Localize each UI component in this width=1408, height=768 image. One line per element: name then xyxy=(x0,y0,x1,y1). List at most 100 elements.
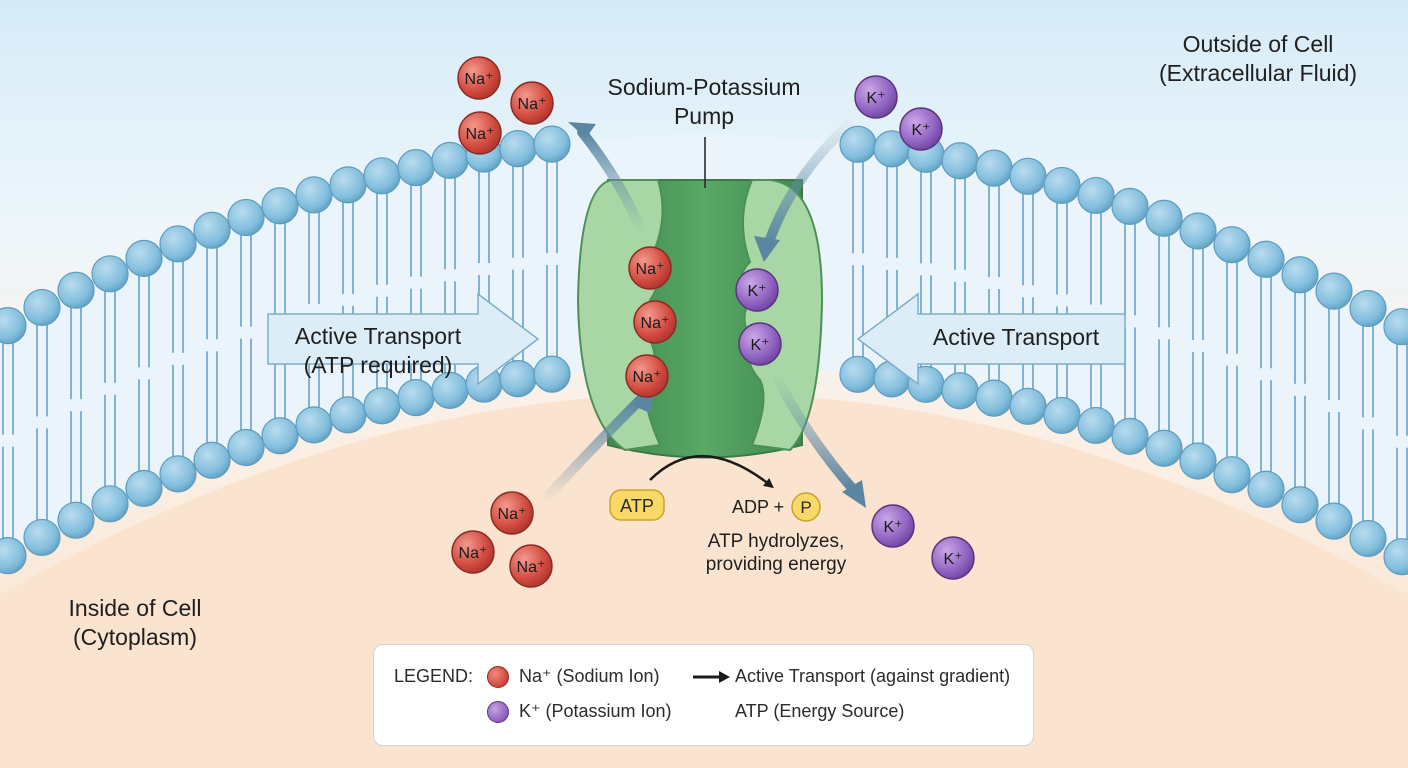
phospholipid-head xyxy=(261,417,299,455)
sodium-ion: Na⁺ xyxy=(458,111,502,155)
ions-layer: Na⁺Na⁺Na⁺Na⁺Na⁺Na⁺Na⁺Na⁺Na⁺K⁺K⁺K⁺K⁺K⁺K⁺ xyxy=(451,56,975,588)
inside-cell-label-line2: (Cytoplasm) xyxy=(73,624,197,650)
potassium-ion-circle xyxy=(871,504,915,548)
phospholipid-head xyxy=(1213,226,1251,264)
potassium-ion-label: K⁺ xyxy=(747,283,766,300)
phospholipid-head xyxy=(1043,166,1081,205)
sodium-ion: Na⁺ xyxy=(451,530,495,574)
pump-title-line2: Pump xyxy=(674,103,734,129)
phospholipid-head xyxy=(499,130,537,168)
phospholipid-head xyxy=(1111,187,1149,226)
potassium-ion-label: K⁺ xyxy=(866,90,885,107)
phospholipid-head xyxy=(1145,199,1183,237)
phospholipid-head xyxy=(1077,406,1115,445)
potassium-ion: K⁺ xyxy=(735,268,779,312)
active-transport-left-line1: Active Transport xyxy=(295,323,462,349)
phospholipid-head xyxy=(975,149,1013,187)
phospholipid-head xyxy=(1077,176,1115,215)
phospholipid-head xyxy=(397,379,435,417)
sodium-ion-label: Na⁺ xyxy=(465,71,494,88)
sodium-ion-label: Na⁺ xyxy=(636,261,665,278)
sodium-ion-label: Na⁺ xyxy=(518,96,547,113)
sodium-ion-circle xyxy=(633,300,677,344)
legend-arrow-label: Active Transport (against gradient) xyxy=(735,666,1011,686)
potassium-ion: K⁺ xyxy=(899,107,943,151)
phospholipid-head xyxy=(329,166,367,204)
sodium-ion-circle xyxy=(451,530,495,574)
legend-potassium-label: K⁺ (Potassium Ion) xyxy=(519,701,672,721)
phospholipid-head xyxy=(193,211,231,249)
phospholipid-head xyxy=(1247,470,1285,508)
sodium-ion-circle xyxy=(625,354,669,398)
legend-title: LEGEND: xyxy=(394,666,474,686)
sodium-ion: Na⁺ xyxy=(628,246,672,290)
sodium-ion-circle xyxy=(457,56,501,100)
sodium-ion-circle xyxy=(458,111,502,155)
active-transport-left-line2: (ATP required) xyxy=(304,352,453,378)
sodium-ion-circle xyxy=(509,544,553,588)
legend-sodium-swatch xyxy=(487,666,509,688)
potassium-ion-circle xyxy=(738,322,782,366)
phospholipid-head xyxy=(431,141,469,179)
phospholipid-heads xyxy=(0,125,1408,576)
active-transport-right-label: Active Transport xyxy=(933,324,1100,350)
phosphate-badge xyxy=(791,492,821,522)
phospholipid-head xyxy=(329,396,367,434)
phospholipid-head xyxy=(363,157,401,195)
phospholipid-head xyxy=(1281,486,1319,524)
legend-potassium-swatch xyxy=(487,701,509,723)
phospholipid-head xyxy=(159,225,197,263)
sodium-exit-arrow xyxy=(577,127,645,233)
potassium-entry-arrowhead xyxy=(754,236,780,262)
phospholipid-head xyxy=(261,187,299,225)
sodium-ion-circle xyxy=(510,81,554,125)
phospholipid-head xyxy=(975,379,1013,417)
sodium-ion-circle xyxy=(628,246,672,290)
sodium-ion-label: Na⁺ xyxy=(633,369,662,386)
phospholipid-head xyxy=(91,255,129,293)
potassium-ion: K⁺ xyxy=(854,75,898,119)
potassium-ion-label: K⁺ xyxy=(883,519,902,536)
phospholipid-head xyxy=(499,360,537,398)
potassium-ion-label: K⁺ xyxy=(911,122,930,139)
phospholipid-head xyxy=(1179,442,1217,480)
phospholipid-head xyxy=(1111,417,1149,456)
phospholipid-head xyxy=(1213,456,1251,494)
phospholipid-head xyxy=(1145,429,1183,467)
phospholipid-head xyxy=(1383,308,1408,346)
phospholipid-head xyxy=(941,372,979,410)
sodium-ion-label: Na⁺ xyxy=(498,506,527,523)
phospholipid-head xyxy=(533,125,571,163)
phospholipid-head xyxy=(0,306,27,345)
sodium-ion: Na⁺ xyxy=(457,56,501,100)
phospholipid-head xyxy=(295,406,333,444)
sodium-ion-circle xyxy=(490,491,534,535)
sodium-ion-label: Na⁺ xyxy=(641,315,670,332)
potassium-exit-arrowhead xyxy=(842,480,866,508)
sodium-ion: Na⁺ xyxy=(625,354,669,398)
sodium-exit-arrowhead xyxy=(568,122,596,138)
sodium-ion: Na⁺ xyxy=(509,544,553,588)
potassium-ion-label: K⁺ xyxy=(943,551,962,568)
outside-cell-label-line1: Outside of Cell xyxy=(1183,31,1334,57)
adp-label: ADP + xyxy=(732,497,784,517)
hydrolysis-label-line1: ATP hydrolyzes, xyxy=(708,531,845,552)
potassium-ion-label: K⁺ xyxy=(750,337,769,354)
phospholipid-head xyxy=(1009,387,1047,425)
phospholipid-head xyxy=(1009,157,1047,195)
legend: LEGEND: Na⁺ (Sodium Ion) K⁺ (Potassium I… xyxy=(373,644,1034,746)
sodium-ion: Na⁺ xyxy=(490,491,534,535)
phospholipid-head xyxy=(91,485,129,523)
phospholipid-head xyxy=(125,469,163,507)
phospholipid-head xyxy=(23,288,61,327)
phospholipid-head xyxy=(397,149,435,187)
phospholipid-head xyxy=(533,355,571,393)
sodium-entry-arrow xyxy=(543,395,645,501)
outside-cell-label-line2: (Extracellular Fluid) xyxy=(1159,60,1357,86)
legend-atp-label: ATP (Energy Source) xyxy=(735,701,905,721)
phospholipid-head xyxy=(941,142,979,180)
potassium-ion-circle xyxy=(735,268,779,312)
potassium-ion-circle xyxy=(899,107,943,151)
phospholipid-head xyxy=(1349,519,1387,558)
